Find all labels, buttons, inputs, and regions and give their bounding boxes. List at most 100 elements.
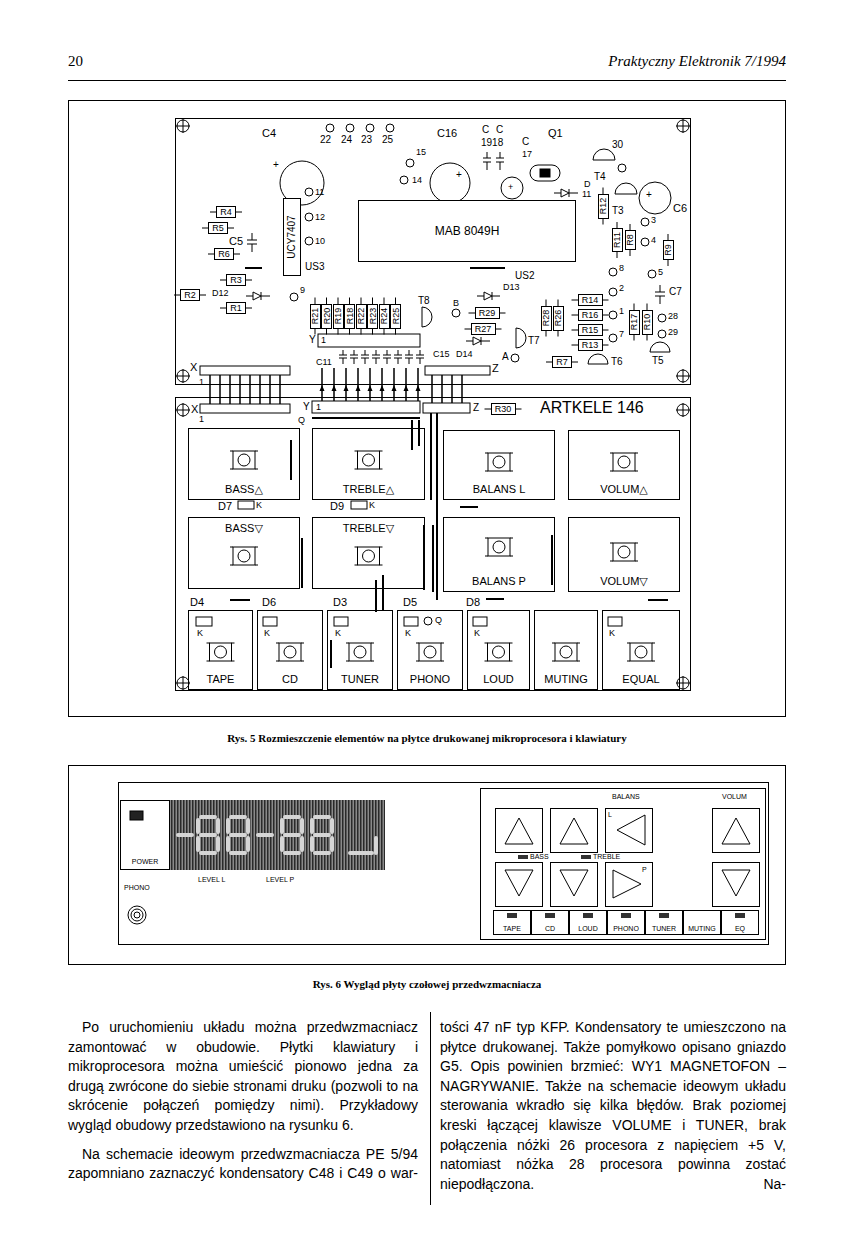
switch-symbol-part bbox=[510, 453, 513, 454]
resistor: R9 bbox=[663, 240, 674, 260]
front-panel-part-part bbox=[282, 817, 302, 853]
body-text: tości 47 nF typ KFP. Kondensatory te umi… bbox=[440, 1018, 786, 1194]
pcb-label: D14 bbox=[456, 350, 473, 359]
pin-number: 23 bbox=[361, 135, 372, 145]
components-part bbox=[496, 152, 504, 170]
node-text: BALANS L bbox=[473, 484, 526, 495]
node-text: R2 bbox=[184, 291, 196, 300]
connector-label: X bbox=[191, 404, 198, 415]
node-text: R19 bbox=[334, 308, 343, 325]
pin-number: 22 bbox=[320, 135, 331, 145]
switch-symbol-part bbox=[363, 550, 375, 562]
switch-symbol-part bbox=[276, 643, 279, 644]
switch-symbol bbox=[346, 643, 374, 661]
wires-part bbox=[322, 368, 418, 401]
switch-symbol-part bbox=[355, 547, 358, 548]
switch-symbol bbox=[207, 643, 235, 661]
pads-part bbox=[511, 354, 519, 362]
switch-symbol-part bbox=[349, 643, 371, 661]
switch-symbol-part bbox=[485, 556, 488, 557]
switch-symbol-part bbox=[230, 451, 233, 452]
pin-number: 1 bbox=[199, 378, 204, 387]
switch-symbol-part bbox=[613, 453, 635, 471]
polarity-mark: + bbox=[456, 170, 462, 180]
switch-symbol-part bbox=[301, 661, 304, 662]
key-cell: EQUAL bbox=[602, 610, 680, 690]
switch-symbol bbox=[276, 643, 304, 661]
pin-number: B bbox=[453, 299, 459, 308]
switch-symbol-part bbox=[210, 643, 232, 661]
led-mark bbox=[507, 913, 517, 918]
front-panel-part bbox=[119, 783, 769, 945]
switch-symbol-part bbox=[233, 547, 255, 565]
switch-symbol-part bbox=[284, 646, 296, 658]
mounting-holes-part bbox=[176, 369, 190, 383]
pcb-label: C11 bbox=[316, 358, 332, 367]
components-part bbox=[540, 169, 550, 177]
switch-symbol-part bbox=[493, 456, 505, 468]
resistor: R2 bbox=[180, 289, 200, 301]
node-text: MAB 8049H bbox=[435, 225, 500, 237]
components-part bbox=[483, 152, 491, 170]
switch-symbol-part bbox=[255, 547, 258, 548]
mounting-holes-part bbox=[177, 120, 189, 132]
pin-number: 2 bbox=[619, 284, 624, 293]
pcb-label: US3 bbox=[305, 262, 324, 272]
components-part bbox=[554, 189, 578, 197]
pcb-label: Q bbox=[435, 616, 442, 625]
node-text: LOUD bbox=[578, 925, 597, 932]
mounting-holes-part bbox=[177, 404, 189, 416]
components-part bbox=[200, 366, 290, 375]
front-panel-part bbox=[496, 863, 543, 907]
switch-symbol-part bbox=[510, 471, 513, 472]
node-text: R8 bbox=[626, 234, 635, 246]
panel-label: L bbox=[608, 811, 612, 818]
switch-symbol bbox=[355, 451, 383, 469]
switch-symbol-part bbox=[416, 661, 419, 662]
switch-symbol-part bbox=[635, 646, 647, 658]
components-part bbox=[318, 334, 420, 347]
frames-part bbox=[68, 80, 786, 81]
panel-button: CD bbox=[531, 910, 569, 935]
components-part bbox=[246, 292, 270, 300]
switch-symbol-part bbox=[441, 661, 444, 662]
components-part bbox=[639, 182, 671, 214]
switch-symbol-part bbox=[618, 456, 630, 468]
switch-symbol-part bbox=[652, 643, 655, 644]
node-text: R30 bbox=[495, 405, 512, 414]
pin-number: 24 bbox=[341, 135, 352, 145]
node-text: VOLUM△ bbox=[600, 484, 648, 495]
resistor: R20 bbox=[321, 304, 332, 329]
node-text: R6 bbox=[218, 250, 230, 259]
key-cell: BALANS L bbox=[443, 430, 555, 500]
frames-part bbox=[69, 101, 786, 717]
pin-number: 10 bbox=[315, 237, 325, 246]
node-text: TREBLE△ bbox=[343, 484, 394, 495]
pcb-label: C bbox=[522, 137, 529, 147]
switch-symbol-part bbox=[610, 561, 613, 562]
switch-symbol-part bbox=[380, 565, 383, 566]
node-text: TREBLE▽ bbox=[343, 523, 394, 534]
key-cell: TREBLE▽ bbox=[312, 517, 425, 589]
mounting-holes-part bbox=[677, 120, 689, 132]
front-panel-part bbox=[134, 912, 140, 918]
pin-number: 4 bbox=[651, 236, 656, 245]
node-text: BASS▽ bbox=[225, 523, 263, 534]
components-part bbox=[425, 366, 490, 375]
switch-symbol-part bbox=[255, 469, 258, 470]
pcb-label: 1918 bbox=[481, 138, 503, 148]
switch-symbol-part bbox=[233, 451, 255, 469]
front-panel-part bbox=[496, 809, 543, 853]
components-part bbox=[477, 292, 500, 300]
components-part bbox=[422, 307, 432, 327]
pcb-label: T7 bbox=[528, 336, 540, 346]
pads-part bbox=[658, 314, 666, 322]
node-text: CD bbox=[545, 925, 555, 932]
node-text: VOLUM▽ bbox=[600, 576, 648, 587]
components-part bbox=[247, 233, 257, 252]
resistor: R29 bbox=[475, 307, 500, 319]
switch-symbol-part bbox=[635, 561, 638, 562]
switch-symbol bbox=[230, 451, 258, 469]
leds bbox=[196, 501, 622, 626]
switch-symbol-part bbox=[371, 661, 374, 662]
